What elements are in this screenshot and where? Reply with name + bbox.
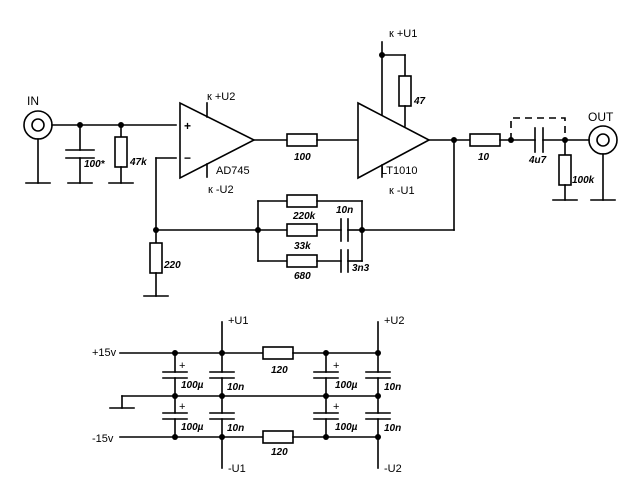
opamp1-plus: +: [184, 119, 191, 133]
opamp-ad745: [179, 101, 256, 180]
feedback-resistor-33k-value: 33k: [294, 241, 311, 252]
opamp2-name: LT1010: [381, 165, 418, 177]
cap-electrolytic-value: 100µ: [181, 380, 204, 391]
input-capacitor: [65, 124, 95, 184]
opamp1-vneg: к -U2: [208, 184, 234, 196]
junction: [323, 350, 329, 356]
output-resistor-value: 10: [478, 152, 490, 163]
supply-neg-in-label: -15v: [92, 433, 114, 445]
neg-rail-resistor-value: 120: [271, 447, 288, 458]
pos-rail-resistor-value: 120: [271, 365, 288, 376]
cap-plus-sign: +: [179, 360, 185, 372]
load-resistor: [552, 139, 578, 201]
input-resistor: [108, 124, 134, 184]
supply-u1-neg-label: -U1: [228, 463, 246, 475]
junction: [323, 434, 329, 440]
supply-pos-in-label: +15v: [92, 347, 117, 359]
feedback-capacitor-10n-value: 10n: [336, 205, 353, 216]
cap-electrolytic-value: 100µ: [335, 422, 358, 433]
supply-resistor-value: 47: [413, 96, 426, 107]
cap-electrolytic-value: 100µ: [181, 422, 204, 433]
output-capacitor-value: 4u7: [528, 155, 547, 166]
neg-rail-resistor: [262, 430, 294, 444]
feedback-resistor-220k-value: 220k: [292, 211, 316, 222]
junction: [323, 393, 329, 399]
cap-electrolytic-value: 100µ: [335, 380, 358, 391]
input-label: IN: [27, 94, 39, 108]
opamp1-minus: −: [184, 151, 191, 165]
opamp1-vpos: к +U2: [207, 91, 235, 103]
cap-plus-sign: +: [179, 401, 185, 413]
opamp2-vpos: к +U1: [389, 28, 417, 40]
cap-plus-sign: +: [333, 401, 339, 413]
ground-resistor-value: 220: [163, 260, 181, 271]
cap-film-value: 10n: [384, 382, 401, 393]
load-resistor-value: 100k: [572, 175, 595, 186]
cap-plus-sign: +: [333, 360, 339, 372]
junction: [379, 52, 385, 58]
cap-film-value: 10n: [384, 423, 401, 434]
opamp1-name: AD745: [216, 165, 250, 177]
junction: [172, 350, 178, 356]
feedback-resistor-680: [286, 254, 318, 268]
supply-u2-pos-label: +U2: [384, 315, 405, 327]
series-resistor-value: 100: [294, 152, 311, 163]
series-resistor: [286, 133, 318, 147]
feedback-resistor-220k: [286, 194, 318, 208]
output-resistor: [469, 133, 501, 147]
output-connector: [588, 125, 618, 201]
junction: [219, 393, 225, 399]
decoupling-capacitor-film: [365, 352, 391, 438]
input-connector: [23, 110, 53, 184]
supply-resistor-47: [381, 54, 412, 127]
ground-resistor-220: [143, 229, 169, 297]
feedback-resistor-680-value: 680: [294, 271, 311, 282]
supply-u1-pos-label: +U1: [228, 315, 249, 327]
junction: [375, 434, 381, 440]
junction: [172, 393, 178, 399]
supply-u2-neg-label: -U2: [384, 463, 402, 475]
opamp2-vneg: к -U1: [389, 185, 415, 197]
junction: [219, 434, 225, 440]
pos-rail-resistor: [262, 346, 294, 360]
output-label: OUT: [588, 110, 614, 124]
junction: [375, 350, 381, 356]
input-capacitor-value: 100*: [84, 159, 106, 170]
bypass-dashed-link: [510, 117, 566, 140]
buffer-lt1010: [357, 41, 431, 180]
junction: [375, 393, 381, 399]
feedback-resistor-33k: [286, 223, 318, 237]
cap-film-value: 10n: [227, 423, 244, 434]
feedback-capacitor-3n3-value: 3n3: [352, 263, 370, 274]
junction: [172, 434, 178, 440]
cap-film-value: 10n: [227, 382, 244, 393]
input-resistor-value: 47k: [129, 157, 147, 168]
junction: [219, 350, 225, 356]
